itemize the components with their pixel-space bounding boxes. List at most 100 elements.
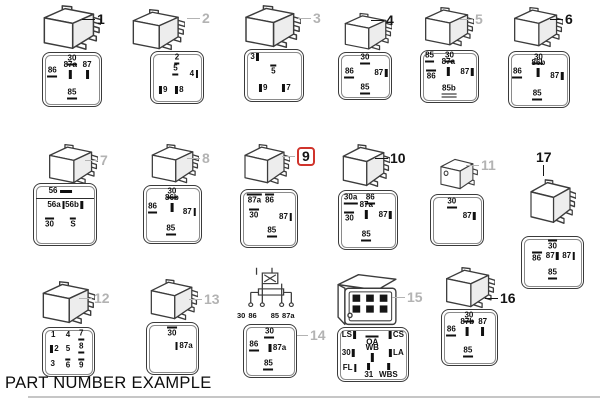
part-number-text: 15 xyxy=(407,289,423,305)
part-number-label-9: 9 xyxy=(282,147,315,166)
pin-label-4: 4 xyxy=(65,330,71,340)
pin-label-9: 9 xyxy=(78,358,84,370)
pin-label-85: 85 xyxy=(424,51,435,63)
pin-label-85: 85 xyxy=(266,226,277,238)
leader-line xyxy=(79,297,92,299)
part-number-label-11: 11 xyxy=(466,158,496,172)
pin-label-30: 30 xyxy=(344,211,355,223)
pin-label-86: 86 xyxy=(147,202,158,214)
relay-body-illustration-17 xyxy=(522,178,576,226)
pin-label-30: 30 xyxy=(67,54,77,66)
pin-label-87: 87 xyxy=(374,69,389,78)
part-number-text: 1 xyxy=(97,11,105,27)
pin-label-86b: 86b xyxy=(531,58,546,77)
part-number-label-1: 1 xyxy=(82,12,105,26)
part-number-label-15: 15 xyxy=(392,290,423,304)
pin-label-87: 87 xyxy=(462,212,477,220)
terminal-label: 30 xyxy=(237,311,246,320)
pin-label-CS: CS xyxy=(388,331,405,340)
pin-label-1: 1 xyxy=(50,330,56,340)
leader-line xyxy=(187,157,200,159)
leader-line xyxy=(189,298,202,300)
pin-label-87a: 87a xyxy=(359,201,373,220)
pin-label-30: 30 xyxy=(444,51,455,63)
pin-label-30: 30 xyxy=(166,187,177,199)
pin-label-56: 56 xyxy=(48,187,72,195)
pin-label-86: 86 xyxy=(344,67,355,79)
part-number-text: 8 xyxy=(202,150,210,166)
leader-line xyxy=(485,297,498,299)
pin-label-30: 30 xyxy=(547,239,558,251)
pin-label-30: 30 xyxy=(360,53,370,65)
pin-label-87b: 87b xyxy=(460,318,475,337)
part-number-label-3: 3 xyxy=(298,11,321,25)
pin-label-56a: 56a xyxy=(47,200,66,209)
leader-line xyxy=(375,157,388,159)
pin-label-31: 31 xyxy=(364,363,374,379)
part-number-label-6: 6 xyxy=(550,12,573,26)
pin-label-LS: LS xyxy=(341,331,357,340)
part-number-text: 7 xyxy=(100,152,108,168)
relay-body-illustration-4 xyxy=(336,12,392,52)
pin-label-30: 30 xyxy=(446,197,457,209)
pin-label-2: 2 xyxy=(49,345,59,354)
part-number-text: 4 xyxy=(386,12,394,28)
leader-line xyxy=(298,17,311,19)
pin-label-87a: 87a xyxy=(63,60,77,79)
pin-label-87: 87 xyxy=(182,207,197,216)
highlight-box: 9 xyxy=(297,147,315,166)
part-number-text: 14 xyxy=(310,327,326,343)
pin-label-OA: OA xyxy=(365,335,379,347)
pin-label-86: 86 xyxy=(248,340,259,352)
relay-body-illustration-11 xyxy=(432,155,478,193)
pin-label-86: 86 xyxy=(365,193,376,205)
part-number-text: 6 xyxy=(565,11,573,27)
pin-label-WB: WB xyxy=(365,343,379,362)
leader-line xyxy=(466,164,479,166)
relay-body-illustration-13 xyxy=(142,278,198,322)
part-number-label-4: 4 xyxy=(371,13,394,27)
part-number-text: 12 xyxy=(94,290,110,306)
pin-label-86: 86 xyxy=(47,66,58,78)
pin-label-30: 30 xyxy=(248,208,259,220)
pin-label-87: 87 xyxy=(545,252,560,261)
pin-label-87a: 87a xyxy=(247,193,262,205)
pin-label-87: 87 xyxy=(279,212,294,221)
caption-text: PART NUMBER EXAMPLE xyxy=(5,374,212,392)
pin-label-30: 30 xyxy=(167,326,177,338)
part-number-label-12: 12 xyxy=(79,291,110,305)
part-number-text: 17 xyxy=(536,149,552,165)
pin-label-87a: 87a xyxy=(268,344,287,353)
pin-label-30: 30 xyxy=(533,53,544,65)
pin-label-9: 9 xyxy=(158,85,168,94)
pin-label-85: 85 xyxy=(532,89,543,101)
pin-label-3: 3 xyxy=(250,53,260,62)
pin-label-56b: 56b xyxy=(65,200,84,209)
pin-label-S: S xyxy=(69,217,77,229)
leader-line xyxy=(295,334,308,336)
pin-label-WBS: WBS xyxy=(379,363,399,379)
relay-body-illustration-7 xyxy=(40,143,98,186)
pin-label-86: 86 xyxy=(264,193,275,205)
pin-label-87a: 87a xyxy=(441,57,455,76)
pin-label-30: 30 xyxy=(463,311,474,323)
relay-body-illustration-5 xyxy=(416,6,474,48)
pin-label-85: 85 xyxy=(547,268,558,280)
relay-body-illustration-16 xyxy=(437,266,495,310)
pin-label-86: 86 xyxy=(446,325,457,337)
terminal-label: 86 xyxy=(248,311,257,320)
pin-label-87: 87 xyxy=(82,60,92,79)
leader-line xyxy=(371,19,384,21)
leader-line xyxy=(550,18,563,20)
